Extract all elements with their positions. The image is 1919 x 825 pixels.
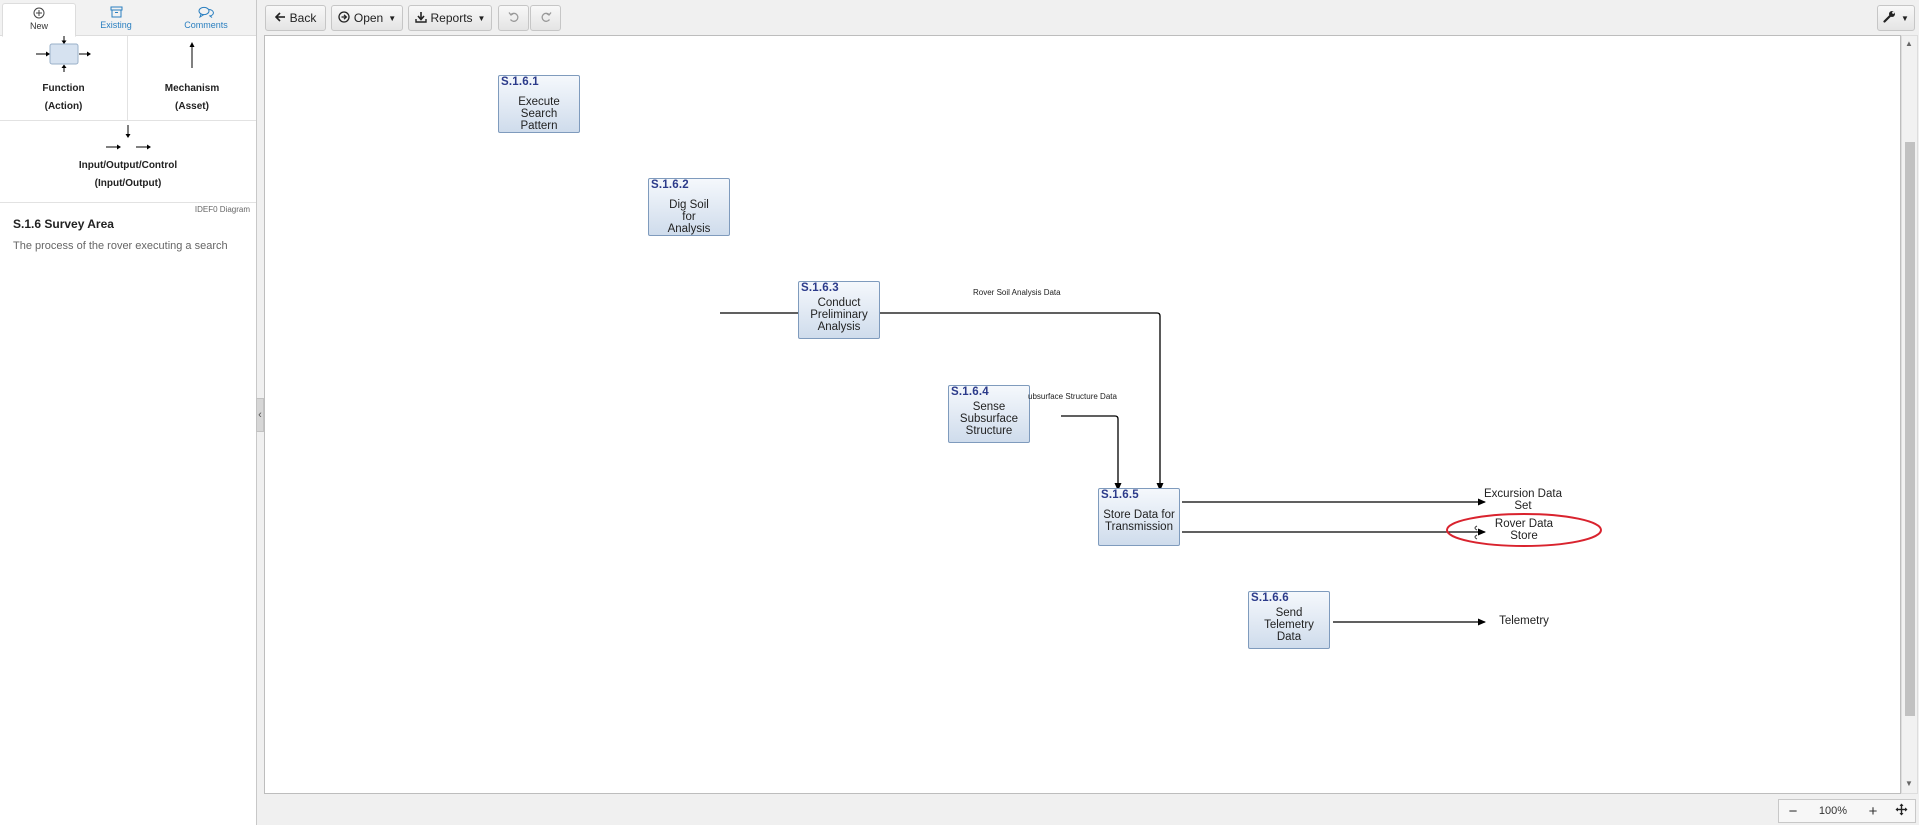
comments-icon: [170, 6, 242, 20]
node-label: Execute Search Pattern: [518, 96, 560, 132]
tab-new[interactable]: New: [2, 3, 76, 37]
zoom-level: 100%: [1818, 805, 1848, 817]
circle-arrow-icon: [338, 10, 350, 26]
scroll-up-icon[interactable]: ▲: [1905, 39, 1913, 48]
vertical-scrollbar[interactable]: ▲ ▼: [1901, 35, 1918, 794]
diagram-type-label: IDEF0 Diagram: [194, 205, 250, 214]
back-button[interactable]: Back: [265, 5, 326, 31]
sidebar-tabbar: New Existing Comments: [0, 0, 256, 37]
palette-function-label: Function: [42, 83, 85, 94]
pan-button[interactable]: [1887, 803, 1915, 820]
node-id: S.1.6.4: [951, 386, 989, 398]
redo-icon: [540, 11, 552, 26]
chevron-left-icon: ‹: [258, 409, 262, 421]
palette-mechanism[interactable]: Mechanism (Asset): [128, 36, 256, 116]
wrench-icon: [1883, 10, 1896, 26]
function-icon: [35, 36, 91, 72]
link-symbol: [1474, 525, 1478, 540]
highlight-ellipse: [1446, 513, 1602, 547]
collapse-sidebar-handle[interactable]: ‹: [256, 398, 264, 432]
palette-io-sub: (Input/Output): [94, 178, 162, 189]
settings-button[interactable]: ▼: [1877, 5, 1915, 31]
diagram-description: The process of the rover executing a sea…: [13, 240, 228, 252]
plus-circle-icon: [3, 7, 75, 21]
tab-comments[interactable]: Comments: [170, 3, 242, 35]
edge-soil-analysis[interactable]: [720, 312, 1164, 491]
node-label: Dig Soil for Analysis: [667, 199, 711, 235]
scrollbar-thumb[interactable]: [1905, 142, 1915, 716]
zoom-controls: − 100% +: [1778, 799, 1916, 823]
node-id: S.1.6.3: [801, 282, 839, 294]
zoom-in-button[interactable]: +: [1868, 802, 1878, 820]
redo-button[interactable]: [530, 5, 561, 31]
back-button-label: Back: [289, 11, 317, 25]
edge-label-subsurface-structure: ubsurface Structure Data: [1028, 392, 1117, 401]
undo-icon: [507, 11, 520, 26]
node-conduct-preliminary-analysis[interactable]: S.1.6.3 Conduct Preliminary Analysis: [798, 281, 880, 339]
diagram-title: S.1.6 Survey Area: [13, 217, 114, 231]
tab-existing[interactable]: Existing: [80, 3, 152, 35]
diagram-connectors: [720, 312, 1602, 626]
edge-subsurface-structure[interactable]: [1061, 415, 1122, 491]
node-sense-subsurface-structure[interactable]: S.1.6.4 Sense Subsurface Structure: [948, 385, 1030, 443]
node-label: Store Data for Transmission: [1103, 509, 1175, 533]
tab-existing-label: Existing: [100, 20, 132, 30]
reports-button-label: Reports: [430, 11, 473, 25]
node-dig-soil-for-analysis[interactable]: S.1.6.2 Dig Soil for Analysis: [648, 178, 730, 236]
mechanism-icon: [189, 42, 195, 68]
palette-mechanism-label: Mechanism: [164, 83, 220, 94]
palette-mechanism-sub: (Asset): [175, 101, 209, 112]
bottom-bar: [257, 794, 1919, 825]
node-execute-search-pattern[interactable]: S.1.6.1 Execute Search Pattern: [498, 75, 580, 133]
palette-function-sub: (Action): [44, 101, 83, 112]
node-label: Conduct Preliminary Analysis: [810, 297, 868, 333]
palette-divider: [127, 36, 128, 120]
node-id: S.1.6.1: [501, 76, 539, 88]
output-rover-data-store[interactable]: Rover Data Store: [1494, 518, 1554, 542]
node-send-telemetry-data[interactable]: S.1.6.6 Send Telemetry Data: [1248, 591, 1330, 649]
undo-button[interactable]: [498, 5, 529, 31]
open-button[interactable]: Open ▼: [331, 5, 403, 31]
edge-label-soil-analysis: Rover Soil Analysis Data: [973, 288, 1061, 297]
zoom-out-button[interactable]: −: [1788, 802, 1798, 820]
scroll-down-icon[interactable]: ▼: [1905, 779, 1913, 788]
node-store-data-for-transmission[interactable]: S.1.6.5 Store Data for Transmission: [1098, 488, 1180, 546]
palette-function[interactable]: Function (Action): [0, 36, 127, 116]
caret-down-icon: ▼: [1901, 13, 1909, 23]
reports-button[interactable]: Reports ▼: [408, 5, 492, 31]
node-label: Sense Subsurface Structure: [959, 401, 1019, 437]
node-id: S.1.6.5: [1101, 489, 1139, 501]
diagram-canvas[interactable]: S.1.6.1 Execute Search Pattern S.1.6.2 D…: [264, 35, 1901, 794]
output-telemetry[interactable]: Telemetry: [1499, 615, 1549, 627]
download-icon: [414, 11, 427, 26]
tab-new-label: New: [29, 21, 48, 31]
caret-down-icon: ▼: [477, 13, 486, 23]
palette-io-label: Input/Output/Control: [78, 160, 178, 171]
left-panel: New Existing Comments Function: [0, 0, 257, 825]
archive-icon: [80, 6, 152, 20]
panel-divider: [0, 202, 256, 203]
palette-input-output[interactable]: Input/Output/Control (Input/Output): [0, 123, 256, 193]
node-label: Send Telemetry Data: [1264, 607, 1314, 643]
output-excursion-data-set[interactable]: Excursion Data Set: [1484, 488, 1562, 512]
caret-down-icon: ▼: [388, 13, 397, 23]
input-output-icon: [106, 125, 151, 150]
palette: Function (Action) Mechanism (Asset): [0, 36, 256, 121]
tab-comments-label: Comments: [184, 20, 228, 30]
node-id: S.1.6.2: [651, 179, 689, 191]
open-button-label: Open: [353, 11, 384, 25]
move-icon: [1895, 803, 1907, 815]
arrow-left-icon: [274, 11, 286, 25]
node-id: S.1.6.6: [1251, 592, 1289, 604]
